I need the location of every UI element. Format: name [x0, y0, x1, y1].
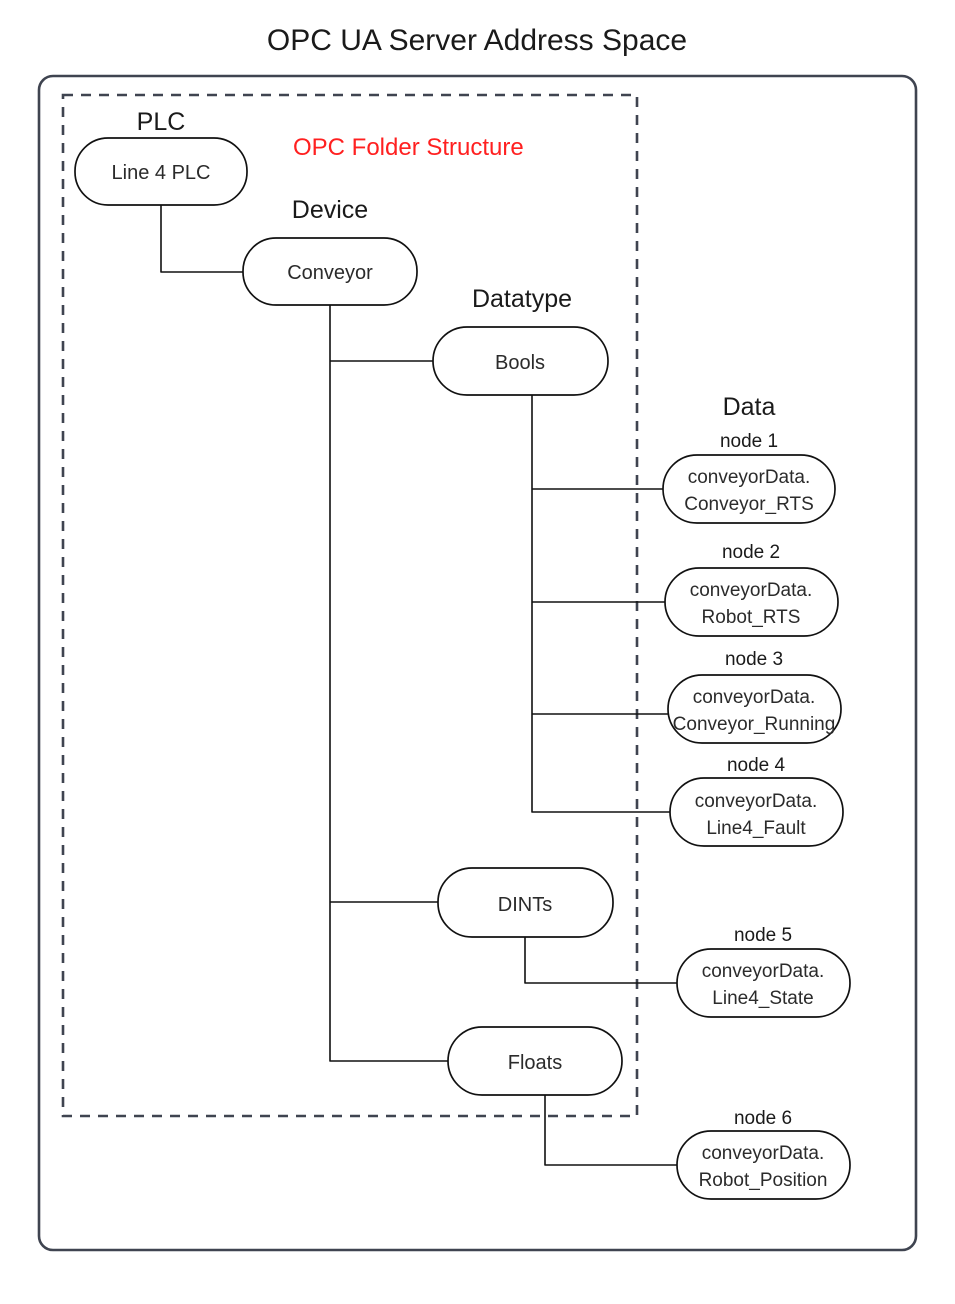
- node-line-4-plc-label: Line 4 PLC: [112, 162, 211, 184]
- data-node-3-line2: Conveyor_Running: [673, 714, 836, 735]
- node-line-4-plc-shape: [74, 137, 248, 206]
- node-bools-shape: [432, 326, 609, 396]
- node-dints[interactable]: DINTs: [437, 867, 614, 938]
- opc-folder-structure-boundary: [61, 93, 639, 1118]
- page-title: OPC UA Server Address Space: [267, 24, 687, 57]
- group-label-data: Data: [723, 393, 776, 421]
- data-node-6-line1: conveyorData.: [702, 1143, 825, 1164]
- data-node-5[interactable]: conveyorData. Line4_State: [676, 948, 851, 1018]
- data-node-4-caption: node 4: [727, 755, 786, 776]
- data-node-6-shape: [676, 1130, 851, 1200]
- group-label-plc: PLC: [137, 108, 186, 136]
- connector-plc-to-conveyor: [160, 205, 243, 273]
- data-node-3[interactable]: conveyorData. Conveyor_Running: [667, 674, 842, 744]
- data-node-2[interactable]: conveyorData. Robot_RTS: [664, 567, 839, 637]
- data-node-1-shape: [662, 454, 836, 524]
- data-node-2-line1: conveyorData.: [690, 580, 813, 601]
- data-node-1-caption: node 1: [720, 431, 778, 452]
- data-node-6-line2: Robot_Position: [699, 1170, 828, 1191]
- node-line-4-plc[interactable]: Line 4 PLC: [74, 137, 248, 206]
- data-node-3-shape: [667, 674, 842, 744]
- group-label-device: Device: [292, 196, 368, 224]
- data-node-4-line2: Line4_Fault: [706, 818, 806, 839]
- node-conveyor-label: Conveyor: [287, 262, 373, 284]
- data-node-4[interactable]: conveyorData. Line4_Fault: [669, 777, 844, 847]
- node-floats-shape: [447, 1026, 623, 1096]
- data-node-5-shape: [676, 948, 851, 1018]
- data-node-1-line2: Conveyor_RTS: [684, 494, 814, 515]
- data-node-5-line2: Line4_State: [712, 988, 813, 1009]
- data-node-4-shape: [669, 777, 844, 847]
- data-node-1-line1: conveyorData.: [688, 467, 811, 488]
- data-node-1[interactable]: conveyorData. Conveyor_RTS: [662, 454, 836, 524]
- node-conveyor-shape: [242, 237, 418, 306]
- node-floats-label: Floats: [508, 1052, 562, 1074]
- connector-floats-to-node6: [544, 1095, 677, 1166]
- data-node-5-line1: conveyorData.: [702, 961, 825, 982]
- opc-folder-structure-annotation: OPC Folder Structure: [293, 134, 524, 161]
- data-node-4-line1: conveyorData.: [695, 791, 818, 812]
- node-floats[interactable]: Floats: [447, 1026, 623, 1096]
- data-node-2-caption: node 2: [722, 542, 780, 563]
- data-node-2-line2: Robot_RTS: [702, 607, 801, 628]
- data-node-6[interactable]: conveyorData. Robot_Position: [676, 1130, 851, 1200]
- node-bools-label: Bools: [495, 352, 545, 374]
- connector-conveyor-trunk-to-floats: [329, 305, 448, 1062]
- node-bools[interactable]: Bools: [432, 326, 609, 396]
- node-dints-shape: [437, 867, 614, 938]
- data-node-3-caption: node 3: [725, 649, 783, 670]
- node-conveyor[interactable]: Conveyor: [242, 237, 418, 306]
- data-node-6-caption: node 6: [734, 1108, 792, 1129]
- group-label-datatype: Datatype: [472, 285, 572, 313]
- data-node-5-caption: node 5: [734, 925, 792, 946]
- data-node-2-shape: [664, 567, 839, 637]
- data-node-3-line1: conveyorData.: [693, 687, 816, 708]
- node-dints-label: DINTs: [498, 894, 552, 916]
- connector-bools-trunk-to-node4: [531, 395, 670, 813]
- connector-dints-to-node5: [524, 937, 677, 984]
